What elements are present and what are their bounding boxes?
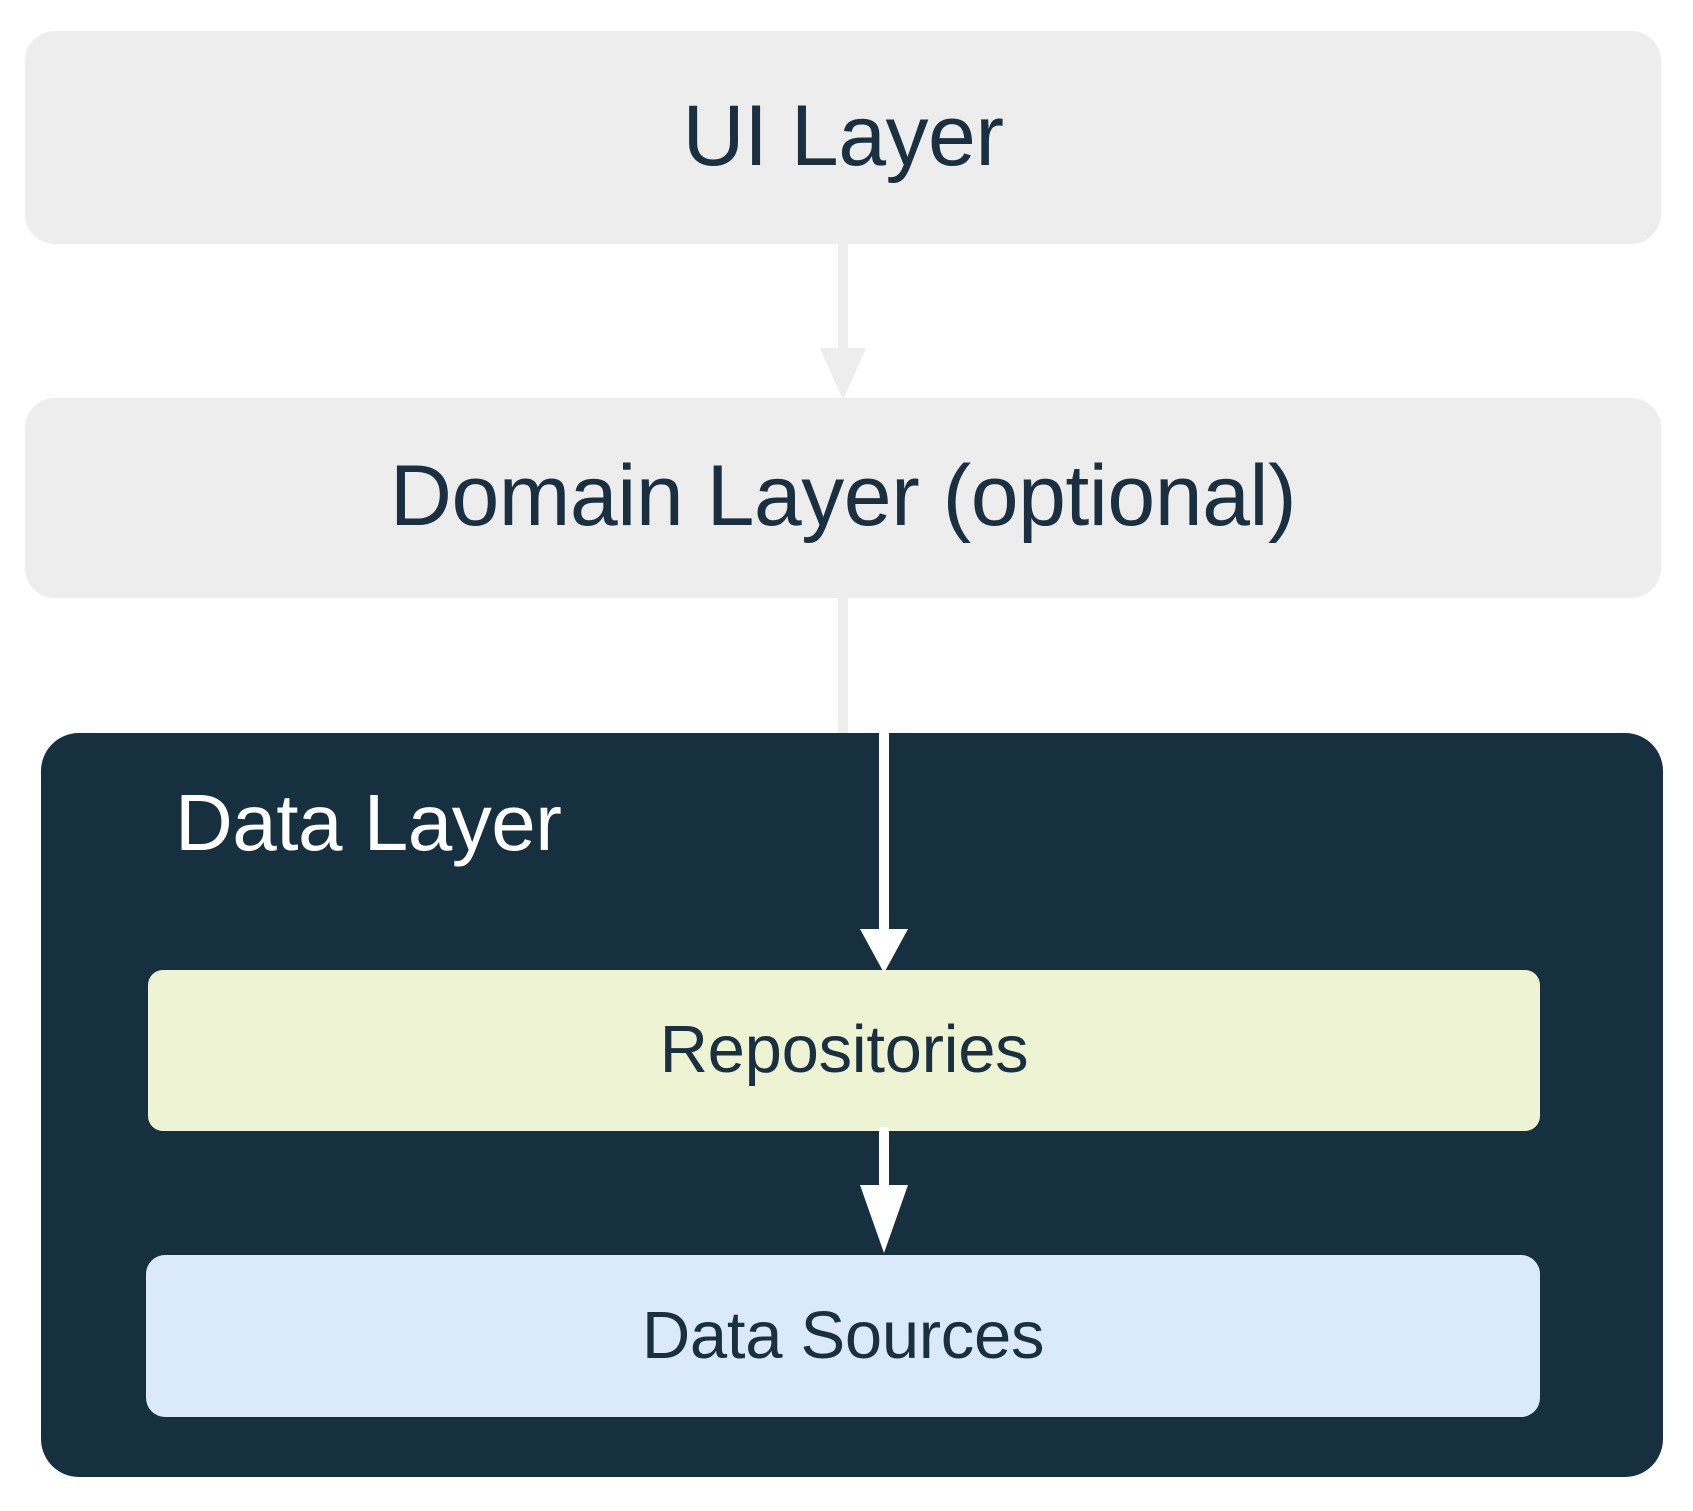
domain-layer-label: Domain Layer (optional) <box>389 448 1297 544</box>
data-layer-label: Data Layer <box>175 778 562 867</box>
data-layer-box[interactable]: Data Layer Repositories Data Sources <box>41 733 1663 1477</box>
data-sources-label: Data Sources <box>641 1297 1045 1373</box>
ui-layer-label: UI Layer <box>682 87 1004 184</box>
connector-repositories-to-data-sources-arrow <box>860 1127 908 1253</box>
connector-ui-to-domain-arrow <box>820 240 866 400</box>
domain-layer-box[interactable]: Domain Layer (optional) <box>25 398 1661 598</box>
connector-domain-to-data-shaft-gray <box>838 594 848 739</box>
ui-layer-box[interactable]: UI Layer <box>25 31 1661 244</box>
repositories-box[interactable]: Repositories <box>148 970 1540 1131</box>
data-sources-box[interactable]: Data Sources <box>146 1255 1540 1417</box>
repositories-label: Repositories <box>659 1012 1029 1087</box>
connector-domain-to-repositories-arrow <box>860 733 908 973</box>
